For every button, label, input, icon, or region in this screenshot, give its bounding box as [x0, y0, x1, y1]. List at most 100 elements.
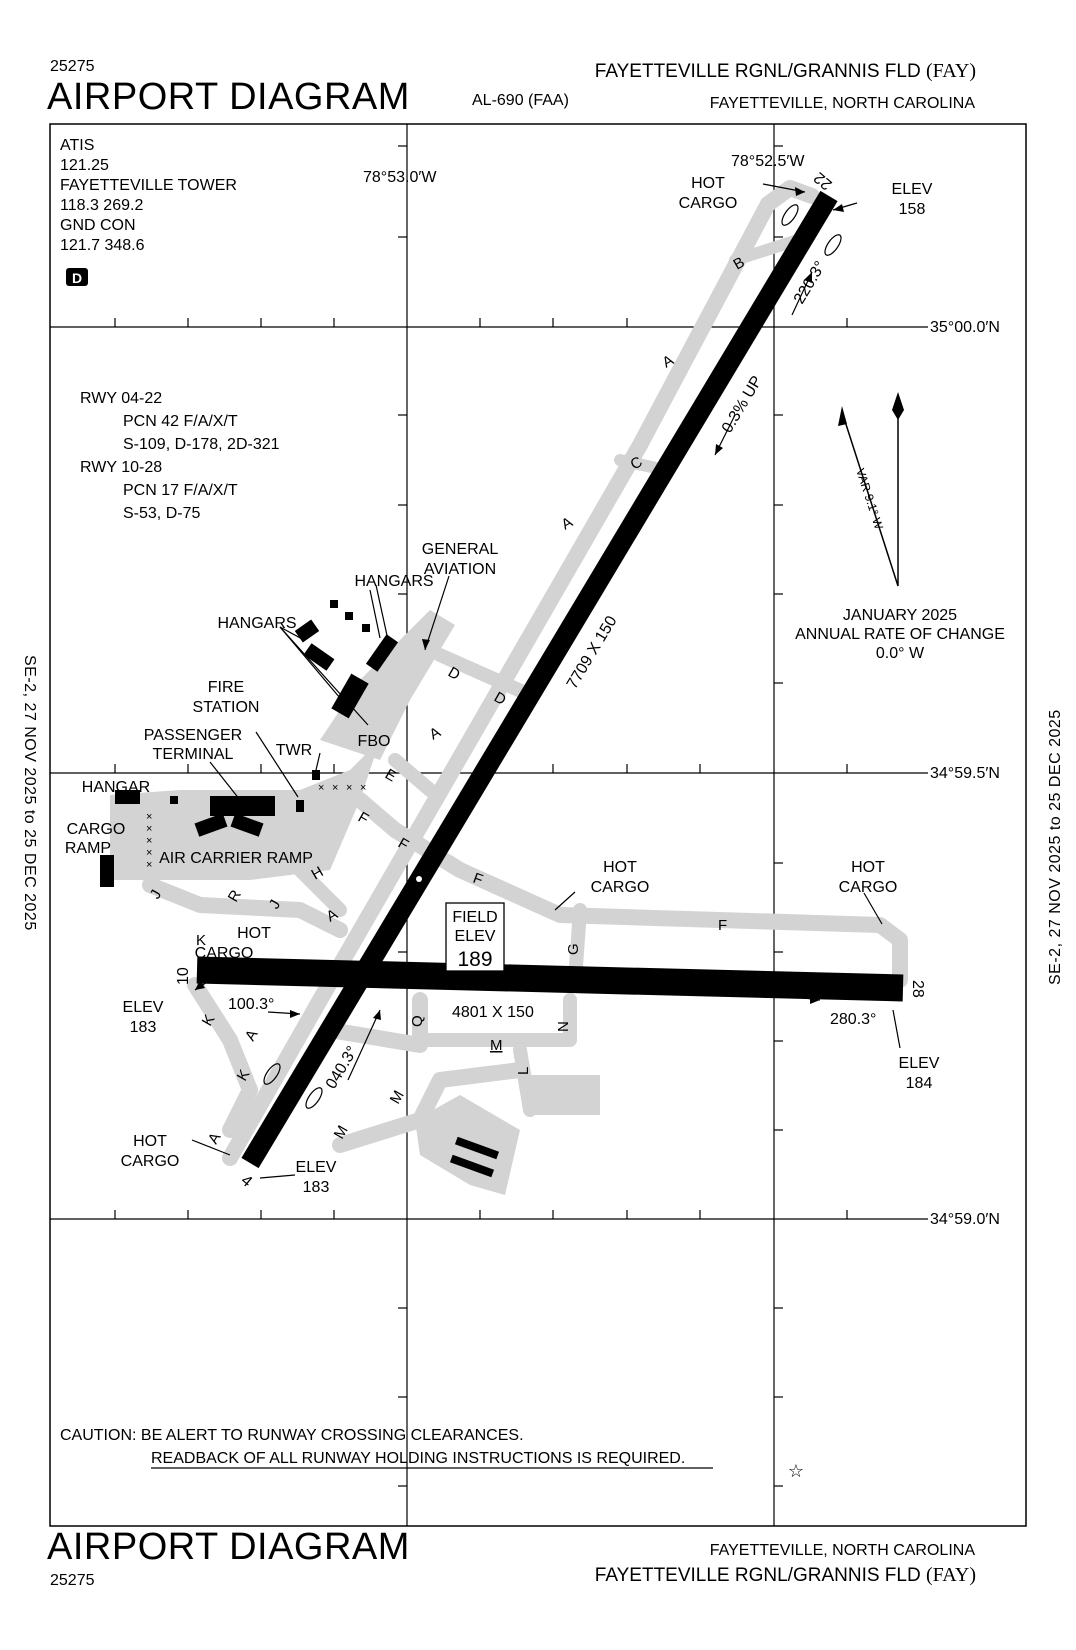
hot-cargo-ne-1: HOT — [691, 175, 725, 192]
field-elev-value: 189 — [457, 948, 492, 971]
coordinate-labels: 78°53.0′W 78°52.5′W 35°00.0′N 34°59.5′N … — [363, 153, 1000, 1228]
taxiway-label-M: M — [387, 1088, 408, 1107]
rwy2-label: RWY 10-28 — [80, 459, 162, 476]
passenger-terminal-1: PASSENGER — [144, 727, 242, 744]
general-aviation-2: AVIATION — [424, 561, 496, 578]
elev-10-value: 183 — [130, 1019, 157, 1036]
hangar-small-1 — [330, 600, 338, 608]
runway-4-number: 4 — [237, 1172, 255, 1191]
hot-cargo-west-2: CARGO — [195, 945, 254, 962]
no-taxi-marks: × × × × × × × × × — [146, 782, 366, 871]
diagram-frame — [49, 123, 1027, 1527]
runway-10-28 — [196, 956, 904, 1002]
chart-number: 25275 — [50, 58, 95, 75]
taxiway-label-A: A — [205, 1130, 225, 1147]
small-building — [170, 796, 178, 804]
general-aviation-ramp — [320, 610, 455, 760]
rwy1-label: RWY 04-22 — [80, 390, 162, 407]
magvar-label: VAR 9.1° W — [853, 467, 886, 532]
hot-spot-3 — [263, 1063, 281, 1085]
hot-cargo-west-1: HOT — [237, 925, 271, 942]
magvar-rate-label: ANNUAL RATE OF CHANGE — [795, 626, 1005, 643]
x-mark: × — [146, 835, 152, 847]
south-building-1 — [454, 1136, 500, 1160]
hot-cargo-east-2: CARGO — [839, 879, 898, 896]
taxiway-label-M: M — [490, 1037, 503, 1054]
taxiway-label-E: E — [382, 766, 399, 786]
taxiway-A — [222, 196, 776, 1166]
elev-4-word: ELEV — [296, 1159, 337, 1176]
field-elev-label-2: ELEV — [455, 928, 496, 945]
fire-station — [296, 800, 304, 812]
hot-spot-2 — [824, 234, 842, 256]
footer-airport-name: FAYETTEVILLE RGNL/GRANNIS FLD — [594, 1565, 921, 1586]
procedure-id: AL-690 (FAA) — [472, 92, 569, 109]
twr-label: TWR — [276, 742, 312, 759]
tower-label: FAYETTEVILLE TOWER — [60, 177, 237, 194]
x-mark: × — [146, 823, 152, 835]
ground-freq: 121.7 348.6 — [60, 237, 145, 254]
comms-block: ATIS 121.25 FAYETTEVILLE TOWER 118.3 269… — [60, 137, 237, 254]
airport-title: FAYETTEVILLE RGNL/GRANNIS FLD (FAY) — [595, 60, 976, 83]
d-symbol — [66, 268, 88, 286]
atis-freq: 121.25 — [60, 157, 109, 174]
lat-top-label: 35°00.0′N — [930, 319, 1000, 336]
taxiway-label-D: D — [445, 664, 463, 684]
taxiway-label-A: A — [559, 514, 576, 534]
hot-spot-1 — [781, 204, 799, 226]
taxiway-J — [142, 877, 348, 938]
runway-04-22 — [241, 190, 838, 1169]
lat-mid-label: 34°59.5′N — [930, 765, 1000, 782]
elev-4-value: 183 — [303, 1179, 330, 1196]
fbo-label: FBO — [358, 733, 391, 750]
taxiway-label-A: A — [242, 1027, 262, 1044]
fire-station-1: FIRE — [208, 679, 244, 696]
caution-line-2: READBACK OF ALL RUNWAY HOLDING INSTRUCTI… — [151, 1450, 685, 1467]
hangar-fbo — [331, 673, 369, 719]
feature-labels: HOT CARGO HANGARS GENERAL AVIATION HANGA… — [65, 175, 897, 1170]
taxiway-label-A: A — [427, 724, 444, 744]
magvar-rate: 0.0° W — [876, 645, 925, 662]
x-mark: × — [346, 782, 352, 794]
taxiway-Q-N — [413, 993, 577, 1047]
x-mark: × — [332, 782, 338, 794]
footer-airport-title: FAYETTEVILLE RGNL/GRANNIS FLD (FAY) — [595, 1564, 976, 1587]
hangar-small-2 — [345, 612, 353, 620]
general-aviation-1: GENERAL — [422, 541, 499, 558]
runway-10-number: 10 — [175, 967, 192, 985]
fire-station-2: STATION — [193, 699, 260, 716]
lon-east-label: 78°52.5′W — [731, 153, 805, 170]
taxiway-D — [433, 648, 537, 702]
cargo-ramp-building — [100, 855, 114, 887]
air-carrier-ramp-label: AIR CARRIER RAMP — [159, 850, 313, 867]
hangar-building — [115, 790, 140, 804]
taxiway-M2 — [332, 1062, 528, 1153]
taxiway-label-G: G — [565, 943, 582, 955]
elev-28-value: 184 — [906, 1075, 933, 1092]
hot-cargo-mid-2: CARGO — [591, 879, 650, 896]
x-mark: × — [146, 847, 152, 859]
taxiway-label-F: F — [718, 917, 727, 934]
ground-label: GND CON — [60, 217, 136, 234]
south-ramp — [525, 1075, 600, 1115]
taxiway-label-L: L — [515, 1067, 532, 1075]
hangar-small-3 — [362, 624, 370, 632]
taxiway-H — [293, 863, 347, 917]
star-icon: ☆ — [788, 1461, 804, 1481]
hangars-label-2: HANGARS — [217, 615, 296, 632]
lon-west-label: 78°53.0′W — [363, 169, 437, 186]
cargo-ramp-2: RAMP — [65, 840, 111, 857]
taxiway-label-N: N — [555, 1021, 572, 1032]
footer-city-state: FAYETTEVILLE, NORTH CAROLINA — [709, 1542, 975, 1559]
elev-28-word: ELEV — [899, 1055, 940, 1072]
hot-spots — [263, 204, 842, 1109]
taxiway-label-K: K — [196, 932, 206, 949]
magnetic-north-arrow-icon — [838, 406, 847, 426]
atis-label: ATIS — [60, 137, 94, 154]
rwy2-weights: S-53, D-75 — [123, 505, 200, 522]
airport-ident: (FAY) — [925, 60, 976, 82]
hangar-3 — [365, 634, 399, 672]
taxiway-B — [729, 234, 804, 266]
heading-280: 280.3° — [830, 1011, 876, 1028]
magvar-date: JANUARY 2025 — [843, 607, 957, 624]
